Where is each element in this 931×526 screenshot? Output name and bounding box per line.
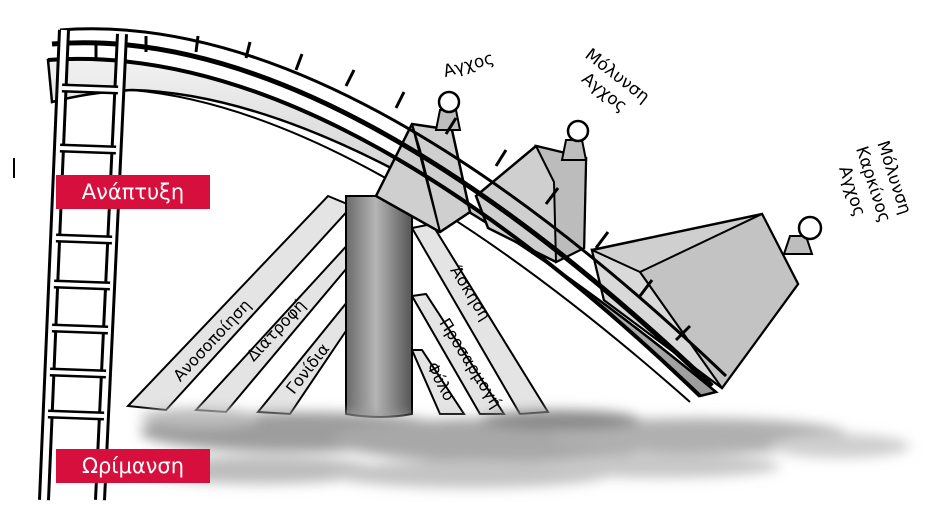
growth-label: Ανάπτυξη [56, 175, 210, 209]
building-3 [590, 212, 823, 390]
ladder [38, 29, 128, 501]
central-column [345, 195, 413, 418]
beam-sex [410, 349, 466, 415]
clouds [140, 408, 910, 488]
maturation-label: Ωρίμανση [56, 449, 210, 483]
building-2-caption: Μόλυνση Αγχος [578, 45, 654, 117]
building-1-caption: Αγχος [441, 48, 496, 82]
left-support-beams [125, 194, 354, 416]
building-2 [474, 119, 590, 264]
building-1-caption-line-1: Αγχος [441, 48, 496, 82]
bridge-railing [47, 27, 728, 398]
right-support-beams [410, 222, 550, 416]
building-3-caption: Μόλυνση Καρκίνος Αγχος [834, 138, 915, 225]
